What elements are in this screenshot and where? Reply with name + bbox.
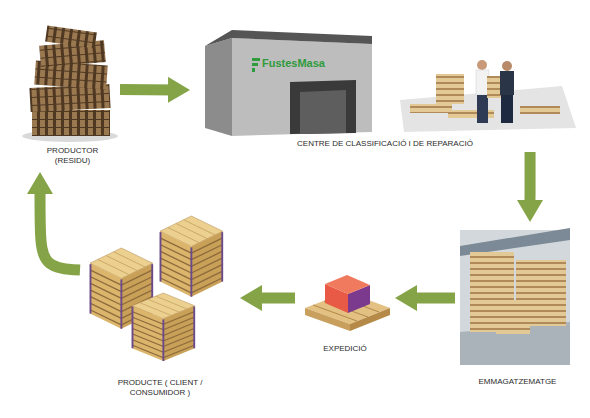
- node-caption: PRODUCTE ( CLIENT / CONSUMIDOR ): [98, 378, 223, 398]
- process-node: CENTRE DE CLASSIFICACIÓ I DE REPARACIÓ: [190, 22, 580, 152]
- pallet-stack: [436, 74, 464, 104]
- building-door: [290, 80, 356, 134]
- pallet: [32, 110, 110, 136]
- worker-legs: [501, 95, 513, 123]
- pallet: [410, 104, 452, 113]
- node-caption: EMMAGATZEMATGE: [479, 377, 557, 387]
- flow-arrow: [120, 84, 176, 95]
- flow-arrow: [40, 186, 80, 270]
- pallet: [520, 106, 560, 114]
- flow-arrow-group: [409, 297, 455, 298]
- box-top: [325, 275, 370, 294]
- door-interior: [300, 90, 346, 134]
- storage-photo: [460, 228, 570, 365]
- flow-arrow-group: [254, 297, 295, 298]
- product-pallet-stacks: [90, 216, 223, 361]
- pallet: [45, 26, 97, 49]
- worker-head: [477, 60, 487, 70]
- building-roof: [205, 30, 372, 46]
- shipping-pallet: [305, 275, 390, 331]
- pallet-stack: [496, 300, 530, 334]
- process-node: EXPEDICIÓ: [295, 255, 395, 360]
- pallet: [487, 76, 501, 98]
- logo-text: FustesMasa: [262, 57, 325, 69]
- logo-mark: [252, 58, 260, 61]
- worker-head: [502, 61, 512, 71]
- flow-arrow: [409, 292, 455, 303]
- pallet-stack: [160, 216, 223, 297]
- worker-legs: [477, 95, 488, 123]
- flow-arrow: [525, 152, 536, 208]
- flow-arrow-group: [530, 152, 531, 208]
- logo-mark: [252, 68, 255, 72]
- flow-arrow: [254, 292, 295, 303]
- shed-roof: [460, 228, 570, 256]
- pallet-side: [305, 308, 350, 331]
- worker-body: [500, 71, 514, 95]
- flow-arrow-group: [40, 186, 80, 270]
- node-caption: EXPEDICIÓ: [323, 344, 367, 354]
- building-front: [232, 38, 372, 136]
- flow-arrow-group: [120, 89, 176, 90]
- process-node: PRODUCTE ( CLIENT / CONSUMIDOR ): [80, 210, 240, 400]
- process-node: PRODUCTOR (RESIDU): [25, 22, 120, 172]
- repair-photo: [400, 60, 576, 132]
- node-caption: PRODUCTOR (RESIDU): [43, 146, 103, 166]
- building-side: [205, 38, 232, 136]
- pallet-side: [350, 308, 390, 331]
- warehouse-building: [205, 30, 372, 136]
- pallet-stack: [132, 293, 195, 361]
- node-caption: CENTRE DE CLASSIFICACIÓ I DE REPARACIÓ: [297, 139, 473, 149]
- process-node: EMMAGATZEMATGE: [455, 222, 580, 392]
- logo-mark: [252, 63, 258, 66]
- waste-pallet-pile: [22, 26, 118, 142]
